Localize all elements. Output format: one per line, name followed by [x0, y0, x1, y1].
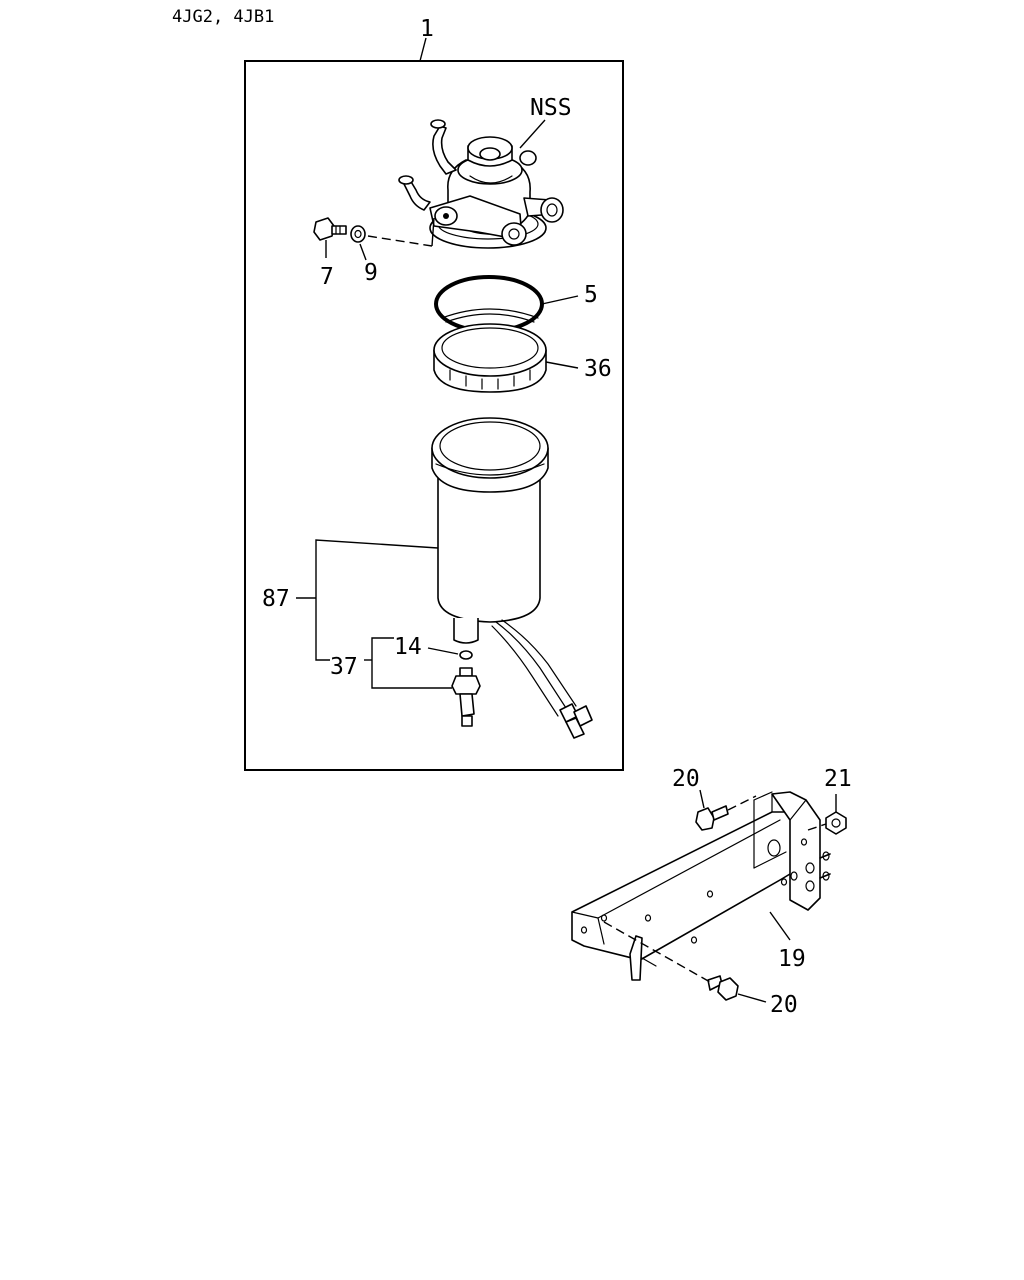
callout-20-upper: 20 — [672, 766, 700, 792]
o-ring — [434, 275, 544, 333]
bracket-bolt-upper — [695, 805, 729, 831]
callout-9: 9 — [364, 260, 378, 286]
callout-37: 37 — [330, 654, 358, 680]
ring-nut — [433, 308, 547, 393]
callout-7: 7 — [320, 264, 334, 290]
drain-o-ring — [459, 650, 473, 660]
callout-1: 1 — [420, 16, 434, 42]
callout-14: 14 — [394, 634, 422, 660]
callout-19: 19 — [778, 946, 806, 972]
callout-87: 87 — [262, 586, 290, 612]
mounting-bracket — [571, 791, 831, 981]
bracket-nut — [825, 811, 847, 835]
bleed-bolt — [313, 217, 347, 241]
filter-element — [431, 417, 593, 739]
callout-5: 5 — [584, 282, 598, 308]
callout-36: 36 — [584, 356, 612, 382]
callout-21: 21 — [824, 766, 852, 792]
filter-head — [398, 119, 564, 249]
washer — [350, 225, 366, 243]
bracket-bolt-lower — [707, 975, 739, 1001]
assembly-frame — [244, 60, 624, 771]
model-header: 4JG2, 4JB1 — [172, 7, 274, 27]
drain-plug — [451, 667, 481, 727]
callout-20-lower: 20 — [770, 992, 798, 1018]
callout-nss: NSS — [530, 95, 572, 121]
